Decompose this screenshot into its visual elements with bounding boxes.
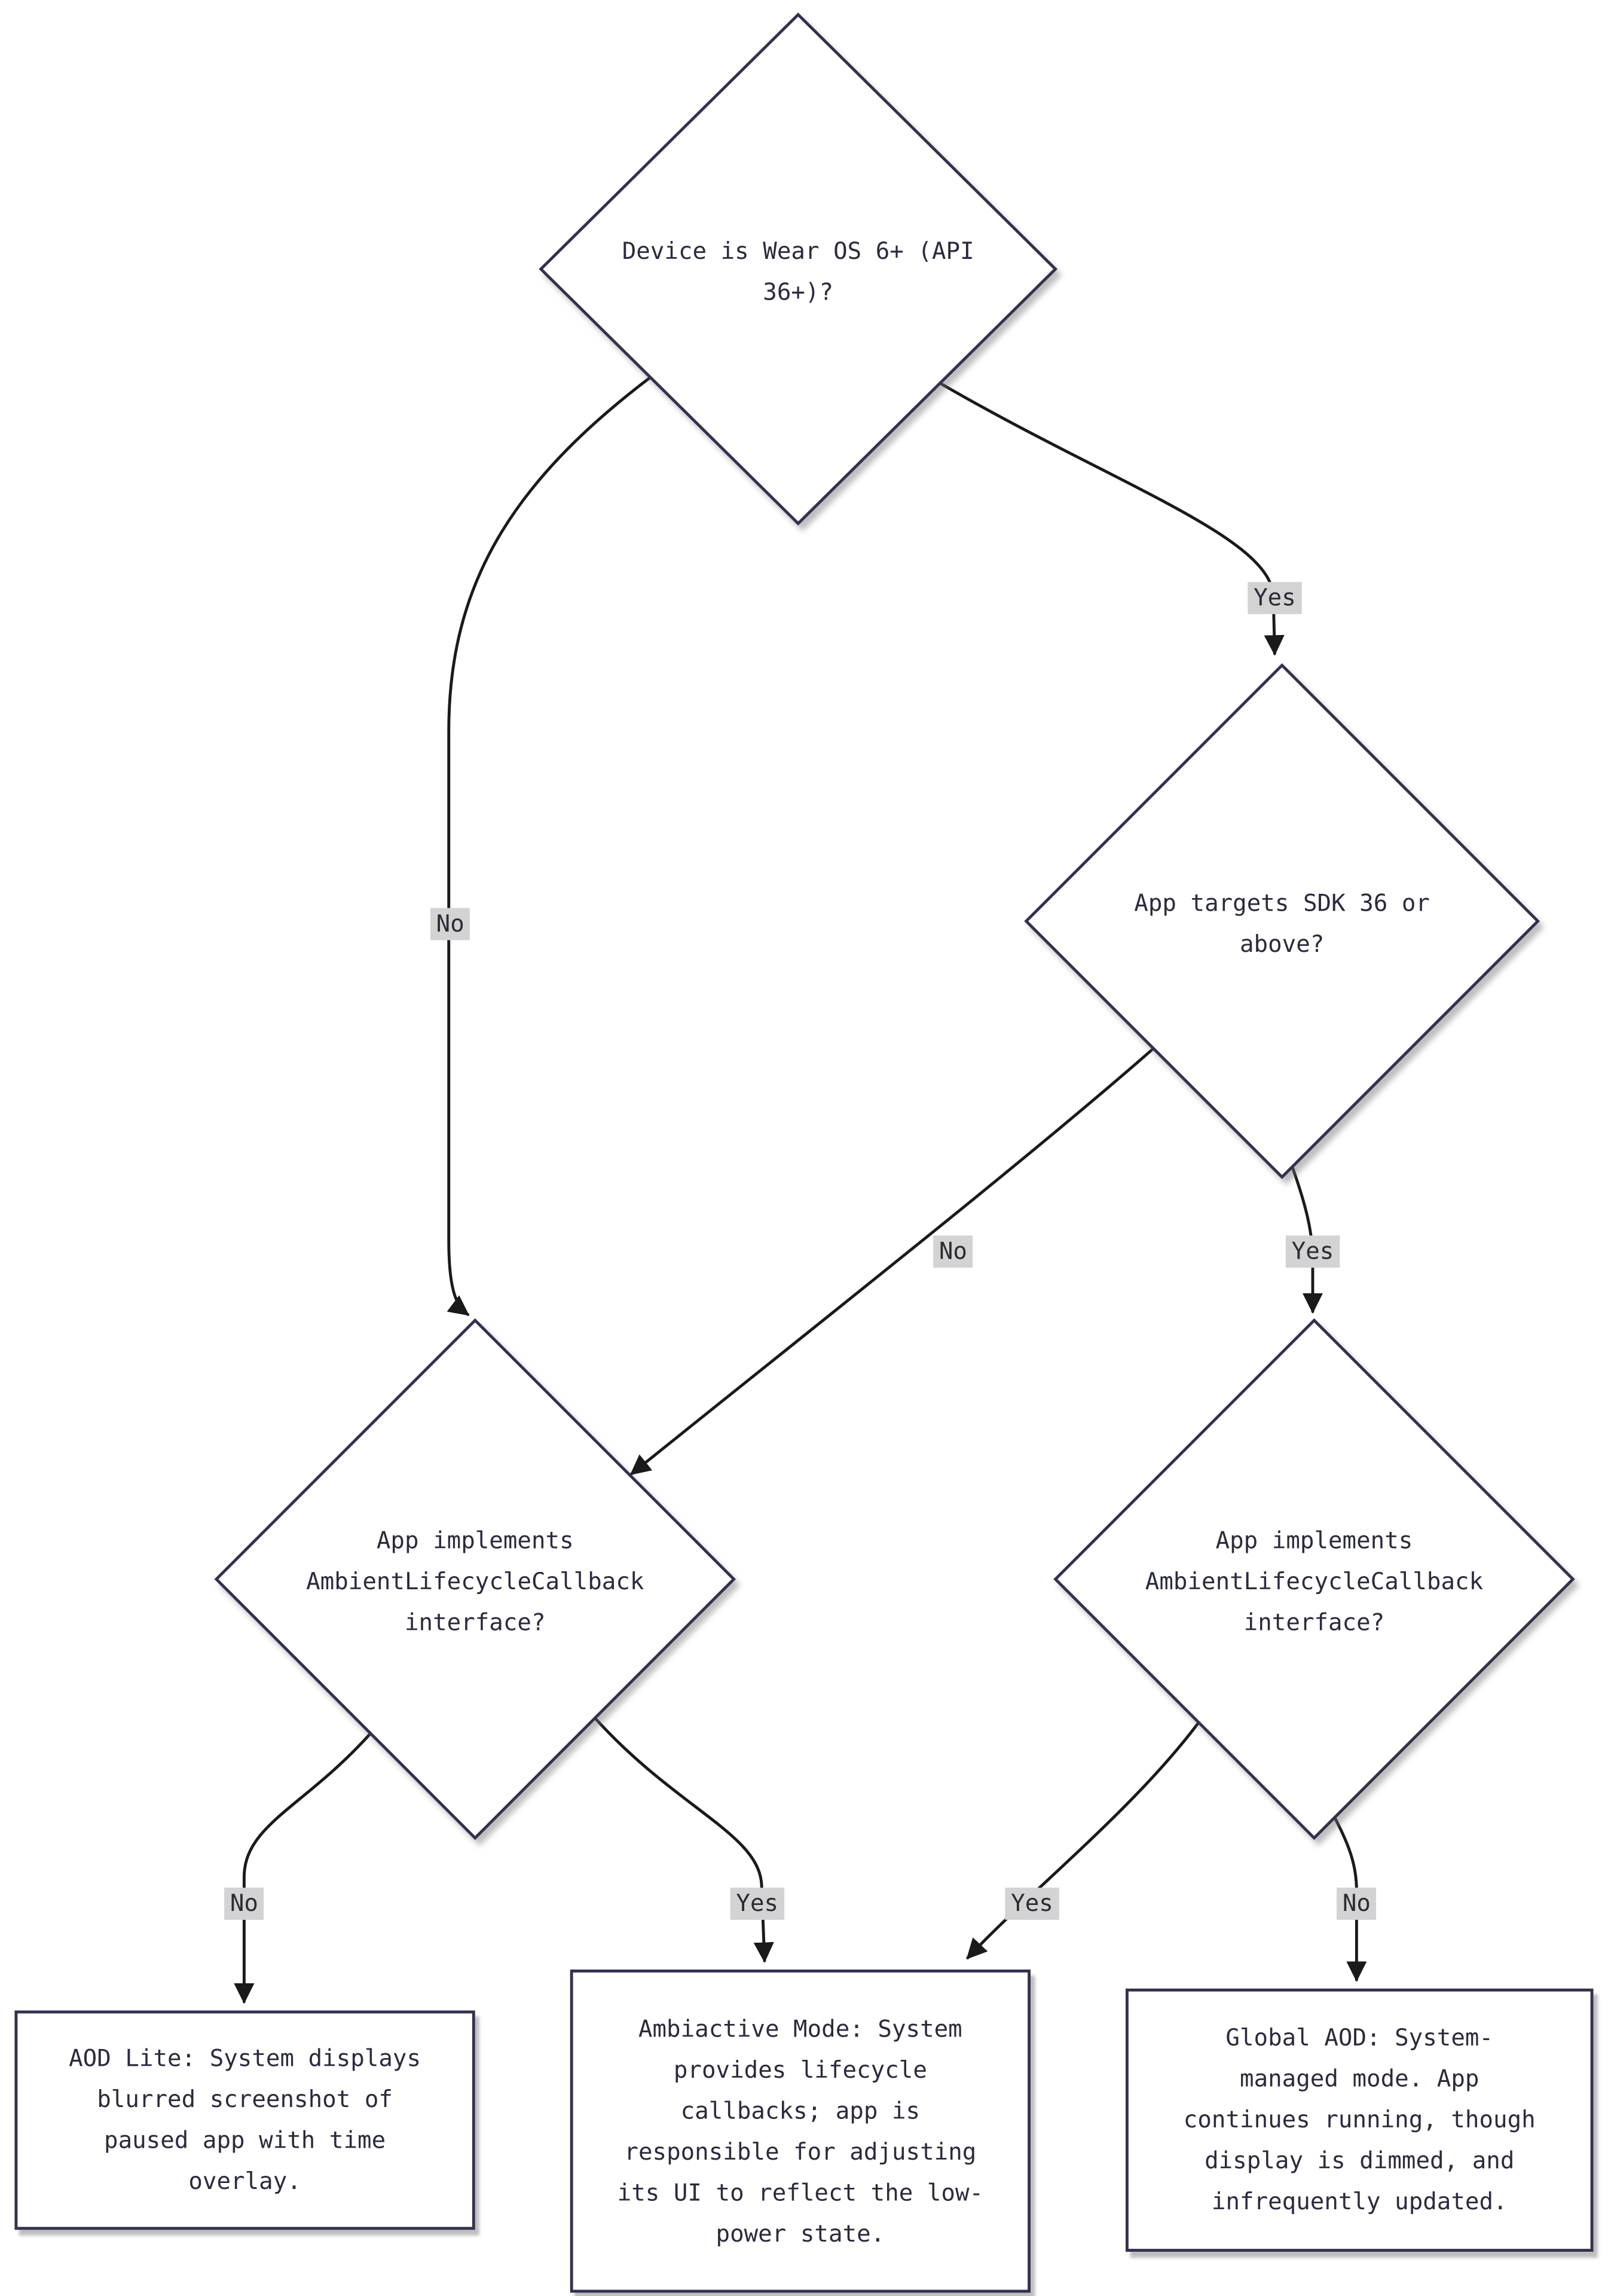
decision-device-wear-os-6: Device is Wear OS 6+ (API 36+)?	[622, 237, 974, 306]
edge-device-no	[447, 375, 652, 1316]
result-aod-lite: AOD Lite: System displays blurred screen…	[14, 2010, 475, 2230]
edge-label-left-yes: Yes	[730, 1888, 784, 1920]
diamond-shape-callback-left	[214, 1318, 736, 1840]
edge-right-yes	[966, 1721, 1200, 1959]
edge-label-device-yes: Yes	[1248, 582, 1302, 615]
edge-label-right-no: No	[1337, 1888, 1377, 1920]
result-global-aod: Global AOD: System- managed mode. App co…	[1125, 1988, 1594, 2252]
decision-app-targets-sdk-36: App targets SDK 36 or above?	[1134, 889, 1430, 958]
decision-ambient-callback-left: App implements AmbientLifecycleCallback …	[306, 1526, 644, 1636]
edge-right-no	[1333, 1816, 1367, 1982]
decision-ambient-callback-right: App implements AmbientLifecycleCallback …	[1145, 1526, 1484, 1636]
diamond-shape-targets-sdk36	[1024, 663, 1540, 1180]
edge-label-left-no: No	[224, 1888, 264, 1920]
edge-device-yes	[938, 381, 1285, 656]
result-ambiactive-mode: Ambiactive Mode: System provides lifecyc…	[570, 1970, 1031, 2293]
diamond-shape-callback-right	[1053, 1318, 1575, 1840]
edge-left-no	[234, 1732, 372, 2004]
edge-label-sdk-yes: Yes	[1285, 1235, 1340, 1268]
edge-label-right-yes: Yes	[1005, 1888, 1059, 1920]
edge-sdk-no	[629, 1048, 1154, 1476]
edge-label-device-no: No	[430, 908, 470, 941]
diamond-shape-device-wear-os	[539, 13, 1058, 526]
edge-left-yes	[593, 1716, 774, 1963]
edge-label-sdk-no: No	[933, 1235, 973, 1268]
